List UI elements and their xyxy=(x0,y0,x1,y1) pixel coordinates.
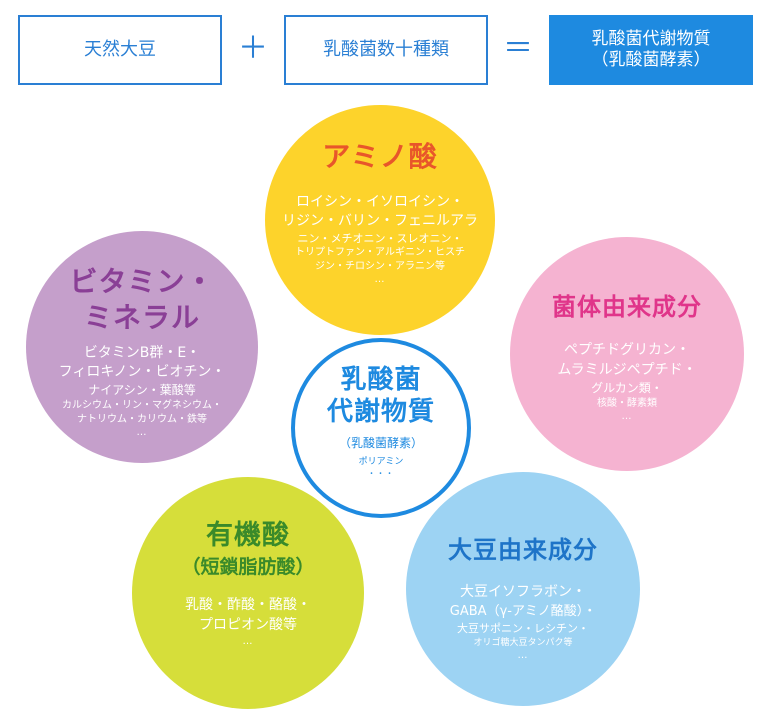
amino-line-6: … xyxy=(374,274,386,285)
organic-subtitle: （短鎖脂肪酸） xyxy=(181,556,315,578)
bacterial-line-4: 核酸・酵素類 xyxy=(597,398,657,409)
center-metabolite-circle: 乳酸菌 代謝物質 （乳酸菌酵素） ポリアミン ・・・ xyxy=(291,338,471,518)
center-dots: ・・・ xyxy=(367,469,395,478)
metabolite-result-line1: 乳酸菌代謝物質 xyxy=(591,28,711,49)
bacterial-line-3: グルカン類・ xyxy=(591,381,663,395)
plus-sign: ＋ xyxy=(238,31,268,66)
amino-acid-title: アミノ酸 xyxy=(322,140,438,173)
vitamin-mineral-circle: ビタミン・ ミネラル ビタミンB群・E・ フィロキノン・ビオチン・ ナイアシン・… xyxy=(26,231,258,463)
bacterial-line-5: … xyxy=(621,411,633,422)
bacterial-title: 菌体由来成分 xyxy=(552,293,702,321)
soy-title: 大豆由来成分 xyxy=(448,536,598,564)
organic-line-1: 乳酸・酢酸・酪酸・ xyxy=(185,597,311,613)
amino-acid-circle: アミノ酸 ロイシン・イソロイシン・ リジン・バリン・フェニルアラ ニン・メチオニ… xyxy=(265,105,495,335)
vitamin-title-2: ミネラル xyxy=(83,301,200,334)
equals-sign: ＝ xyxy=(503,31,533,66)
organic-title: 有機酸 xyxy=(206,520,290,551)
center-subtitle: （乳酸菌酵素） xyxy=(338,436,423,450)
amino-line-4: トリプトファン・アルギニン・ヒスチ xyxy=(295,247,465,258)
vitamin-title-1: ビタミン・ xyxy=(69,265,215,298)
vitamin-line-1: ビタミンB群・E・ xyxy=(83,345,201,361)
natural-soy-box: 天然大豆 xyxy=(18,15,222,85)
bacterial-line-2: ムラミルジペプチド・ xyxy=(557,362,697,378)
soy-line-4: オリゴ糖大豆タンパク等 xyxy=(473,638,573,648)
amino-line-5: ジン・チロシン・アラニン等 xyxy=(315,261,445,272)
vitamin-line-3: ナイアシン・葉酸等 xyxy=(88,383,196,397)
natural-soy-label: 天然大豆 xyxy=(84,38,156,60)
soy-line-1: 大豆イソフラボン・ xyxy=(460,584,586,600)
vitamin-line-5: ナトリウム・カリウム・鉄等 xyxy=(77,414,207,425)
center-item: ポリアミン xyxy=(358,457,404,467)
soy-line-3: 大豆サポニン・レシチン・ xyxy=(457,622,589,635)
metabolite-result-line2: （乳酸菌酵素） xyxy=(591,50,711,70)
soy-components-circle: 大豆由来成分 大豆イソフラボン・ GABA（γ-アミノ酪酸）・ 大豆サポニン・レ… xyxy=(406,472,640,706)
amino-line-2: リジン・バリン・フェニルアラ xyxy=(282,213,478,229)
bacterial-line-1: ペプチドグリカン・ xyxy=(564,342,690,358)
metabolite-result-box: 乳酸菌代謝物質 （乳酸菌酵素） xyxy=(549,15,753,85)
lactic-bacteria-label: 乳酸菌数十種類 xyxy=(323,38,449,60)
bacterial-components-circle: 菌体由来成分 ペプチドグリカン・ ムラミルジペプチド・ グルカン類・ 核酸・酵素… xyxy=(510,237,744,471)
lactic-bacteria-box: 乳酸菌数十種類 xyxy=(284,15,488,85)
center-title-1: 乳酸菌 xyxy=(340,365,422,395)
organic-acid-circle: 有機酸 （短鎖脂肪酸） 乳酸・酢酸・酪酸・ プロピオン酸等 … xyxy=(132,477,364,709)
amino-line-1: ロイシン・イソロイシン・ xyxy=(296,194,464,210)
center-title-2: 代謝物質 xyxy=(326,397,435,427)
organic-line-2: プロピオン酸等 xyxy=(199,617,297,633)
vitamin-line-2: フィロキノン・ビオチン・ xyxy=(58,364,226,380)
vitamin-line-6: … xyxy=(136,427,148,438)
soy-line-2: GABA（γ-アミノ酪酸）・ xyxy=(449,604,597,619)
vitamin-line-4: カルシウム・リン・マグネシウム・ xyxy=(62,400,222,411)
soy-line-5: … xyxy=(517,650,529,661)
amino-line-3: ニン・メチオニン・スレオニン・ xyxy=(297,232,463,245)
organic-line-3: … xyxy=(242,636,254,647)
